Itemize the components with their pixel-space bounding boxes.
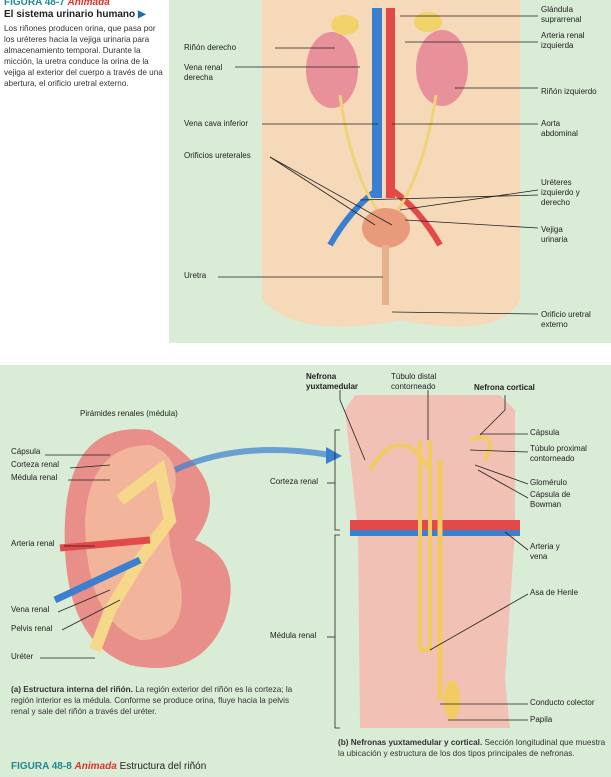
label-tubulo-proximal: Túbulo proximal contorneado <box>530 444 587 463</box>
label-arteria-renal-izquierda: Arteria renal izquierda <box>541 31 585 50</box>
label-arteria-vena: Arteria y vena <box>530 542 560 561</box>
caption-b-title: (b) Nefronas yuxtamedular y cortical. <box>338 738 483 747</box>
label-asa-henle: Asa de Henle <box>530 588 579 597</box>
caption-b: (b) Nefronas yuxtamedular y cortical. Se… <box>338 737 610 759</box>
figure-number: FIGURA 48-8 <box>11 761 72 772</box>
label-arteria-renal: Arteria renal <box>11 539 55 548</box>
caption-a-title: (a) Estructura interna del riñón. <box>11 685 133 694</box>
label-corteza-b: Corteza renal <box>270 477 319 486</box>
label-tubulo-distal: Túbulo distal contorneado <box>391 372 437 391</box>
label-piramides: Pirámides renales (médula) <box>80 409 178 418</box>
animated-link[interactable]: Animada <box>74 761 117 772</box>
label-conducto-colector: Conducto colector <box>530 698 595 707</box>
label-ureter: Uréter <box>11 652 34 661</box>
animated-link[interactable]: Animada <box>67 0 110 8</box>
bladder <box>362 208 410 248</box>
aorta <box>386 8 395 198</box>
left-adrenal <box>414 12 442 32</box>
renal-pelvis <box>89 459 177 653</box>
label-orificio-externo: Orificio uretral externo <box>541 310 591 329</box>
figure-title: El sistema urinario humano <box>4 9 136 20</box>
label-capsula-bowman: Cápsula de Bowman <box>530 490 571 509</box>
label-vena-renal: Vena renal <box>11 605 50 614</box>
figure-48-8-caption: FIGURA 48-8 Animada Estructura del riñón <box>11 761 206 773</box>
label-vena-cava: Vena cava inferior <box>184 119 249 128</box>
label-orificios-ureterales: Orificios ureterales <box>184 151 251 160</box>
zoom-arrow <box>173 447 331 473</box>
label-medula-a: Médula renal <box>11 473 58 482</box>
right-adrenal <box>331 15 359 35</box>
label-capsula-b: Cápsula <box>530 428 560 437</box>
figure-title: Estructura del riñón <box>119 761 207 772</box>
caption-a: (a) Estructura interna del riñón. La reg… <box>11 684 301 717</box>
label-aorta: Aorta abdominal <box>541 119 578 138</box>
urethra <box>382 245 389 305</box>
label-glomerulo: Glomérulo <box>530 478 567 487</box>
figure-48-7-caption: FIGURA 48-7 Animada El sistema urinario … <box>4 0 166 89</box>
label-pelvis-renal: Pelvis renal <box>11 624 53 633</box>
vena-cava <box>372 8 382 198</box>
label-uretra: Uretra <box>184 271 207 280</box>
play-icon[interactable]: ▶ <box>137 9 146 20</box>
label-rinon-izquierdo: Riñón izquierdo <box>541 87 597 96</box>
label-vejiga: Vejiga urinaria <box>541 225 568 244</box>
label-medula-b: Médula renal <box>270 631 317 640</box>
right-kidney <box>306 32 358 108</box>
label-capsula-a: Cápsula <box>11 447 41 456</box>
label-papila: Papila <box>530 715 553 724</box>
caption-a-text: La región exterior del riñón es la corte… <box>11 685 293 716</box>
label-nefrona-yuxtamedular: Nefrona yuxtamedular <box>306 372 359 391</box>
label-rinon-derecho: Riñón derecho <box>184 43 237 52</box>
label-nefrona-cortical: Nefrona cortical <box>474 383 535 392</box>
label-corteza-a: Corteza renal <box>11 460 60 469</box>
caption-b-text: Sección longitudinal que muestra la ubic… <box>338 738 606 758</box>
figure-number: FIGURA 48-7 <box>4 0 65 8</box>
label-vena-renal-derecha: Vena renal derecha <box>184 63 223 82</box>
label-ureteres: Uréteres izquierdo y derecho <box>541 178 580 207</box>
label-glandula-suprarrenal: Glándula suprarrenal <box>541 5 582 24</box>
figure-text: Los riñones producen orina, que pasa por… <box>4 24 163 88</box>
left-kidney <box>416 30 468 106</box>
